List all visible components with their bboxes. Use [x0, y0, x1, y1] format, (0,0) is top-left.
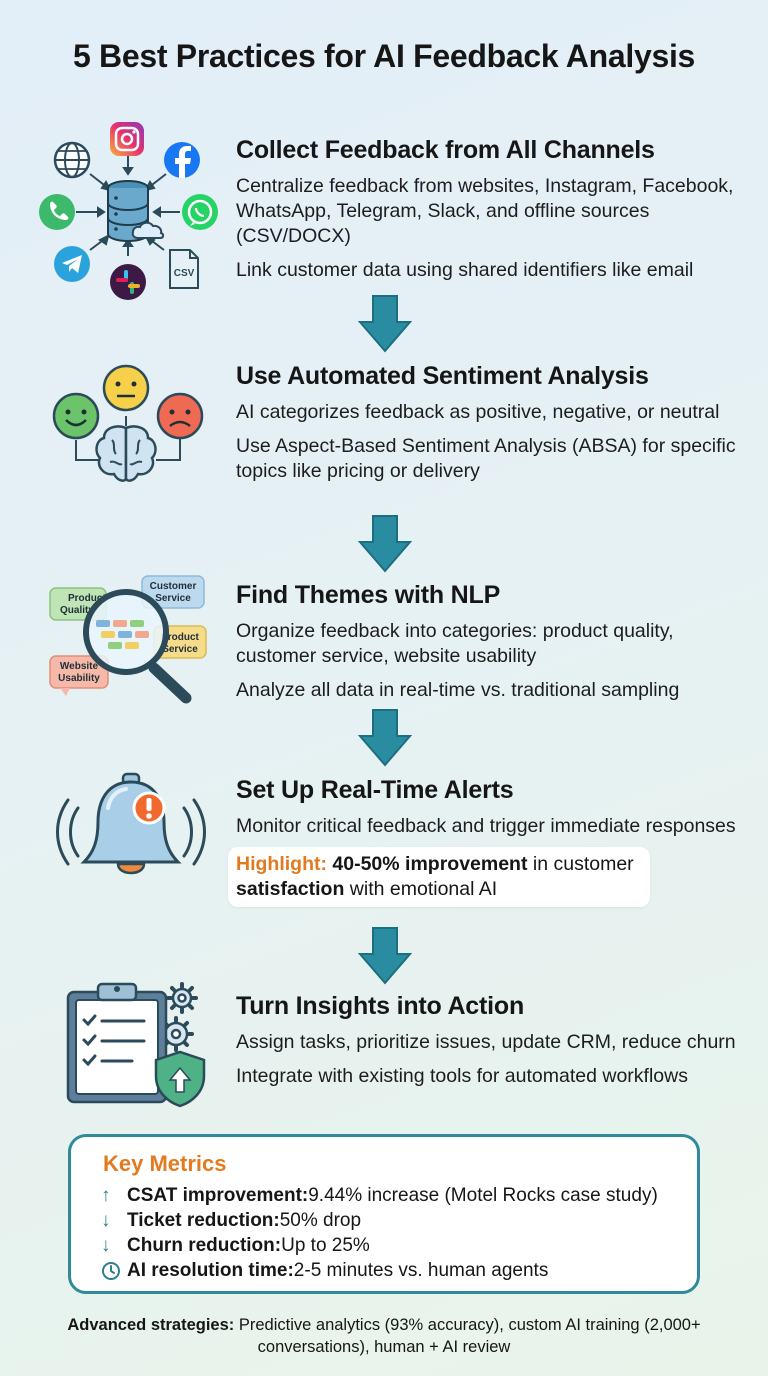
highlight-text-secondary: with emotional AI	[344, 878, 498, 900]
metric-label: Churn reduction:	[127, 1235, 282, 1256]
arrow-down-icon: ↓	[101, 1235, 111, 1256]
down-arrow-icon	[358, 515, 412, 573]
slack-icon	[110, 264, 146, 300]
sound-waves-icon	[56, 798, 206, 866]
svg-text:Product: Product	[161, 632, 199, 643]
svg-text:Website: Website	[60, 661, 99, 672]
section-text: Assign tasks, prioritize issues, update …	[236, 1031, 736, 1053]
phone-icon	[39, 194, 75, 230]
svg-text:Usability: Usability	[58, 673, 100, 684]
highlight-text: in customer	[527, 853, 634, 875]
highlight-bold: 40-50% improvement	[332, 853, 528, 875]
shield-icon	[154, 1050, 206, 1108]
down-arrow-icon	[358, 927, 412, 985]
down-arrow-icon	[358, 295, 412, 353]
tag-customer-service: Customer Service	[141, 575, 205, 609]
instagram-icon	[110, 122, 144, 156]
highlight-callout: Highlight: 40-50% improvement in custome…	[228, 847, 650, 907]
csv-file-icon: CSV	[169, 249, 199, 289]
section-sentiment-analysis: Use Automated Sentiment Analysis AI cate…	[236, 362, 746, 484]
section-text: Centralize feedback from websites, Insta…	[236, 175, 734, 247]
metric-value: 9.44% increase (Motel Rocks case study)	[308, 1185, 658, 1206]
metric-label: CSAT improvement:	[127, 1185, 309, 1206]
metric-value: Up to 25%	[281, 1235, 370, 1256]
section-text-secondary: Analyze all data in real-time vs. tradit…	[236, 679, 680, 701]
metric-value: 50% drop	[279, 1210, 362, 1231]
svg-text:Service: Service	[155, 593, 191, 604]
nlp-themes-illustration: Product Quality Customer Service Product…	[49, 575, 207, 704]
bell-icon	[80, 772, 182, 875]
footer-text: Predictive analytics (93% accuracy), cus…	[234, 1316, 701, 1356]
brain-icon	[95, 425, 157, 482]
highlight-label: Highlight:	[236, 853, 327, 875]
section-text-secondary: Link customer data using shared identifi…	[236, 259, 694, 281]
section-heading: Set Up Real-Time Alerts	[236, 776, 514, 804]
metric-row: ↓ Churn reduction: Up to 25%	[101, 1233, 697, 1258]
metric-row: ↑ CSAT improvement: 9.44% increase (Mote…	[101, 1183, 697, 1208]
section-heading: Collect Feedback from All Channels	[236, 136, 655, 164]
svg-text:Product: Product	[68, 593, 106, 604]
section-text: Monitor critical feedback and trigger im…	[236, 815, 736, 837]
section-heading: Use Automated Sentiment Analysis	[236, 362, 649, 390]
tag-website-usability: Website Usability	[49, 655, 109, 696]
down-arrow-icon	[358, 709, 412, 767]
section-collect-feedback: Collect Feedback from All Channels Centr…	[236, 136, 746, 283]
page-title: 5 Best Practices for AI Feedback Analysi…	[72, 38, 696, 74]
svg-text:Quality: Quality	[60, 605, 94, 616]
cloud-icon	[131, 221, 165, 239]
facebook-icon	[164, 142, 200, 178]
metrics-heading: Key Metrics	[103, 1151, 227, 1176]
section-text-secondary: Integrate with existing tools for automa…	[236, 1065, 688, 1087]
footer-advanced-strategies: Advanced strategies: Predictive analytic…	[40, 1314, 728, 1358]
section-real-time-alerts: Set Up Real-Time Alerts Monitor critical…	[228, 776, 746, 907]
metric-row: ↓ Ticket reduction: 50% drop	[101, 1208, 697, 1233]
channels-illustration: CSV	[39, 122, 218, 300]
alert-bell-illustration	[56, 772, 206, 875]
metric-value: 2-5 minutes vs. human agents	[293, 1260, 549, 1281]
globe-icon	[53, 141, 91, 179]
section-insights-action: Turn Insights into Action Assign tasks, …	[236, 992, 746, 1089]
telegram-icon	[54, 246, 90, 282]
arrow-down-icon: ↓	[101, 1210, 111, 1231]
whatsapp-icon	[182, 194, 218, 230]
metric-row: AI resolution time: 2-5 minutes vs. huma…	[101, 1258, 697, 1283]
happy-face-icon	[52, 392, 100, 440]
arrow-up-icon: ↑	[101, 1185, 111, 1206]
svg-text:Service: Service	[162, 644, 198, 655]
magnifier-icon	[83, 589, 192, 704]
section-nlp-themes: Find Themes with NLP Organize feedback i…	[236, 581, 746, 703]
clock-icon	[101, 1261, 127, 1281]
sentiment-illustration	[52, 364, 204, 482]
action-illustration	[66, 982, 206, 1108]
section-text: Organize feedback into categories: produ…	[236, 620, 674, 667]
section-text: AI categorizes feedback as positive, neg…	[236, 401, 720, 423]
section-heading: Find Themes with NLP	[236, 581, 501, 609]
clipboard-icon	[66, 982, 168, 1104]
key-metrics-box: Key Metrics ↑ CSAT improvement: 9.44% in…	[68, 1134, 700, 1294]
section-heading: Turn Insights into Action	[236, 992, 525, 1020]
highlight-bold-secondary: satisfaction	[236, 878, 345, 900]
neutral-face-icon	[102, 364, 150, 412]
sad-face-icon	[156, 392, 204, 440]
section-text-secondary: Use Aspect-Based Sentiment Analysis (ABS…	[236, 435, 736, 482]
metric-label: Ticket reduction:	[127, 1210, 280, 1231]
metric-label: AI resolution time:	[127, 1260, 294, 1281]
footer-label: Advanced strategies:	[67, 1316, 235, 1334]
alert-badge-icon	[132, 791, 166, 825]
csv-label: CSV	[174, 268, 195, 279]
svg-text:Customer: Customer	[150, 581, 197, 592]
